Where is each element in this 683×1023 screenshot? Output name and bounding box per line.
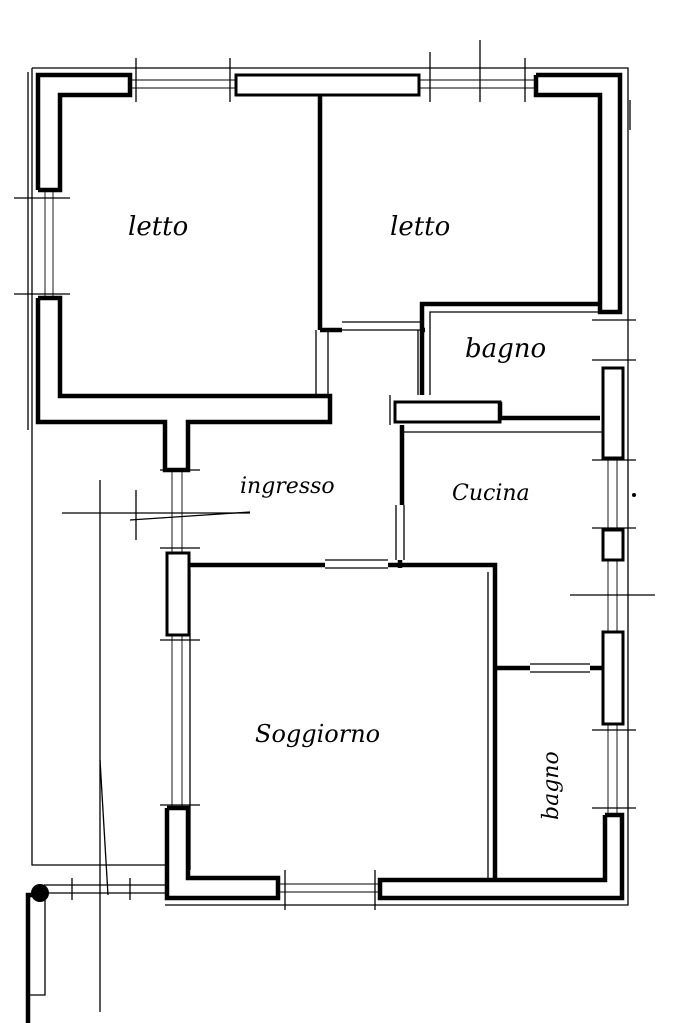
room-label-bagno-1: bagno: [465, 334, 546, 364]
room-label-ingresso: ingresso: [240, 474, 335, 499]
right-wall: [377, 100, 655, 901]
room-labels: letto letto bagno ingresso Cucina Soggio…: [128, 212, 564, 820]
room-label-bagno-2: bagno: [539, 751, 564, 820]
outer-frame: [27, 67, 629, 906]
construction-lines: [25, 480, 251, 1023]
left-wall: [14, 190, 333, 473]
living-walls: [160, 469, 603, 910]
room-label-soggiorno: Soggiorno: [255, 720, 380, 748]
room-label-letto-1: letto: [128, 212, 188, 242]
room-label-cucina: Cucina: [452, 481, 530, 506]
top-wall: [35, 40, 623, 315]
room-label-letto-2: letto: [390, 212, 450, 242]
partitions-upper: [315, 95, 600, 425]
